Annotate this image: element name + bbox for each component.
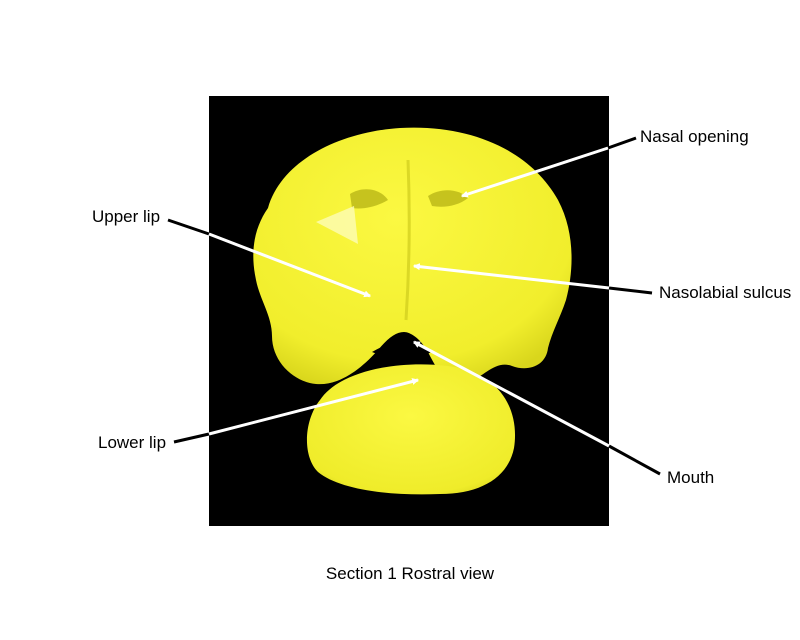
label-nasolabial-sulcus: Nasolabial sulcus <box>659 283 792 302</box>
leader-nasal-opening-black <box>607 136 637 150</box>
lower-lip-specimen <box>306 364 516 495</box>
label-nasal-opening: Nasal opening <box>640 127 749 146</box>
figure-caption: Section 1 Rostral view <box>325 564 495 583</box>
leader-nasolabial-sulcus-white <box>412 263 610 290</box>
label-mouth: Mouth <box>667 468 715 487</box>
left-nostril <box>350 189 388 209</box>
label-upper-lip: Upper lip <box>92 207 161 226</box>
leader-nasal-opening-white <box>460 146 609 198</box>
leader-upper-lip-white <box>208 232 372 298</box>
leader-lower-lip-black <box>173 432 210 444</box>
nostril-highlight <box>316 206 358 244</box>
upper-lip-specimen <box>253 127 572 385</box>
leader-lower-lip-white <box>208 378 420 436</box>
right-nostril <box>428 190 468 207</box>
label-lower-lip: Lower lip <box>98 433 167 452</box>
leader-mouth-white <box>412 340 610 448</box>
leader-upper-lip-black <box>167 218 210 236</box>
nasolabial-groove <box>404 159 411 321</box>
leader-nasolabial-sulcus-black <box>608 286 653 295</box>
leader-mouth-black <box>608 444 661 476</box>
